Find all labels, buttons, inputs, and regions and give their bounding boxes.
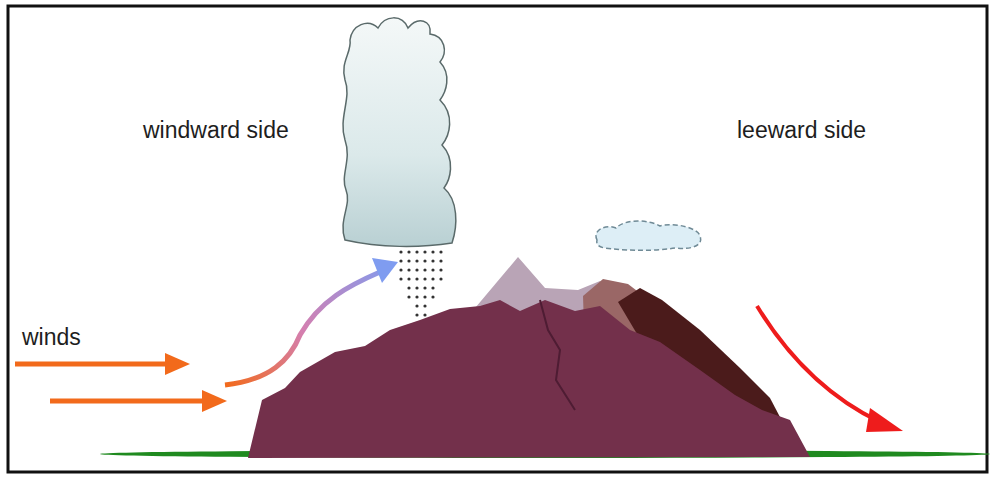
dissipating-cloud [596,221,701,250]
wind-arrows [15,258,398,412]
side-label: leeward side [737,118,866,143]
descending-wind-arrow [757,306,903,432]
ridge-line [540,300,575,410]
frame [8,6,987,472]
side-label: windward side [143,118,289,143]
wind-label: winds [22,325,81,350]
rain-drops [399,250,442,316]
rain-cloud [343,18,456,247]
mountain [248,300,810,458]
